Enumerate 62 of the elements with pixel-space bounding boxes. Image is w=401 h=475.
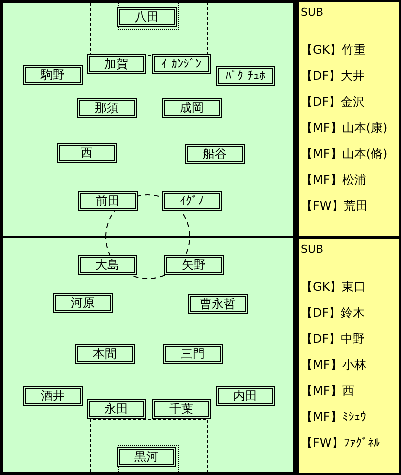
- substitute-entry: 【DF】大井: [301, 69, 366, 83]
- substitute-entry: 【MF】山本(康): [301, 121, 388, 135]
- player-name: 三門: [181, 348, 205, 360]
- panel-heading: SUB: [301, 7, 324, 19]
- player-box: [77, 98, 137, 118]
- player-name: 八田: [135, 10, 159, 24]
- player-box: [87, 399, 146, 419]
- player-name: 矢野: [182, 258, 206, 272]
- player-box: [152, 54, 211, 74]
- player-name: 加賀: [104, 58, 128, 70]
- player-box: [162, 98, 222, 118]
- player-name: 駒野: [41, 68, 65, 82]
- player-box: [185, 144, 245, 164]
- player-name: 千葉: [170, 402, 194, 416]
- player-name: 酒井: [41, 390, 65, 402]
- player-name: 船谷: [203, 148, 227, 160]
- player-box: [163, 344, 223, 364]
- player-box: [78, 255, 137, 275]
- player-box: [162, 191, 222, 211]
- player-box: [117, 447, 176, 467]
- player-box: [87, 54, 146, 74]
- player-box: [57, 143, 117, 163]
- substitute-entry: 【MF】小林: [301, 358, 366, 372]
- player-name: 河原: [71, 296, 95, 310]
- substitute-entry: 【GK】竹重: [301, 43, 366, 57]
- substitute-entry: 【DF】金沢: [301, 95, 366, 109]
- player-box: [23, 386, 83, 406]
- substitutes-panel: [296, 0, 401, 238]
- player-name: 那須: [95, 102, 119, 114]
- player-box: [216, 386, 275, 406]
- player-box: [23, 65, 83, 85]
- player-box: [152, 399, 211, 419]
- player-name: ﾊﾟｸ ﾁｭﾎ: [226, 70, 266, 82]
- player-name: 本間: [93, 348, 117, 360]
- player-box: [78, 191, 138, 211]
- substitute-entry: 【MF】松浦: [301, 173, 366, 187]
- player-box: [117, 7, 177, 27]
- player-name: 永田: [104, 402, 128, 416]
- player-box: [188, 294, 248, 314]
- player-name: 西: [81, 146, 93, 160]
- player-name: 大島: [96, 258, 120, 272]
- substitute-entry: 【MF】西: [301, 384, 354, 398]
- player-box: [216, 66, 275, 86]
- substitute-entry: 【DF】中野: [301, 332, 366, 346]
- player-name: 黒河: [134, 450, 158, 464]
- substitute-entry: 【FW】ﾌｧｸﾞﾈﾙ: [301, 436, 380, 450]
- substitutes-panel: [296, 237, 401, 475]
- substitute-entry: 【DF】鈴木: [301, 306, 366, 320]
- player-box: [75, 344, 135, 364]
- player-name: 成岡: [180, 102, 204, 114]
- substitute-entry: 【MF】ﾐｼｪｳ: [301, 410, 366, 424]
- panel-heading: SUB: [301, 244, 324, 256]
- player-box: [164, 255, 224, 275]
- substitute-entry: 【MF】山本(脩): [301, 147, 388, 161]
- player-box: [53, 293, 113, 313]
- player-name: 内田: [234, 390, 258, 402]
- player-name: 曹永哲: [200, 298, 236, 310]
- substitute-entry: 【FW】荒田: [301, 199, 368, 213]
- substitute-entry: 【GK】東口: [301, 280, 366, 294]
- player-name: ｲ ｶﾝｼﾞﾝ: [162, 58, 202, 70]
- player-name: ｲｸﾞﾉ: [180, 194, 204, 208]
- player-name: 前田: [96, 194, 120, 208]
